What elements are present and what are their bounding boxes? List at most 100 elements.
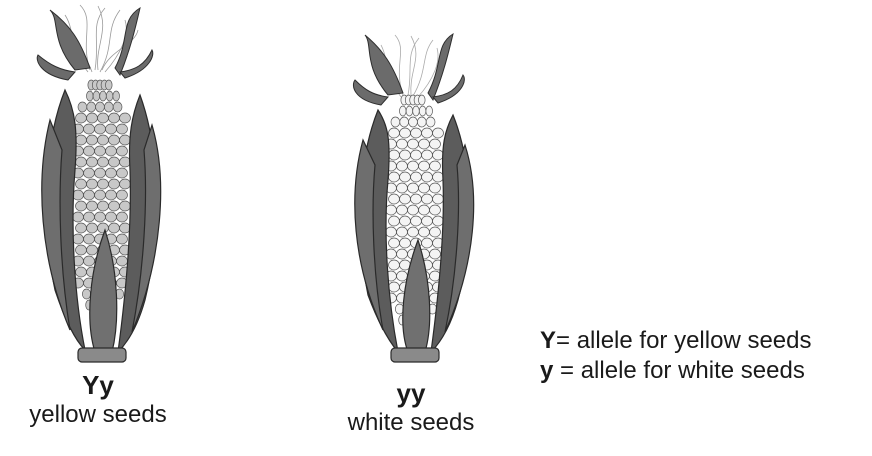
kernel [433, 150, 444, 160]
kernel [84, 234, 95, 244]
kernel [422, 128, 433, 138]
kernel [411, 194, 422, 204]
kernel [430, 161, 441, 171]
kernel [419, 139, 430, 149]
kernel [400, 150, 411, 160]
kernel [87, 102, 96, 112]
kernel [426, 117, 435, 127]
kernel [76, 267, 87, 277]
kernel [84, 212, 95, 222]
kernel [411, 128, 422, 138]
kernel [87, 157, 98, 167]
kernel [87, 113, 98, 123]
kernel [87, 91, 94, 101]
kernel [113, 102, 122, 112]
kernel [413, 106, 420, 116]
legend-row: y = allele for white seeds [540, 356, 811, 386]
kernel [409, 117, 418, 127]
caption-left: Yy yellow seeds [0, 370, 208, 430]
phenotype-label: white seeds [301, 408, 521, 438]
kernel [430, 183, 441, 193]
kernel [84, 256, 95, 266]
kernel [430, 249, 441, 259]
kernel [76, 113, 87, 123]
allele-description: = allele for yellow seeds [556, 327, 811, 354]
allele-symbol: y [540, 357, 553, 384]
kernel [422, 216, 433, 226]
kernel [87, 245, 98, 255]
kernel [422, 238, 433, 248]
kernel [109, 201, 120, 211]
kernel [120, 113, 131, 123]
caption-right: yy white seeds [301, 378, 521, 438]
kernel [408, 183, 419, 193]
corn-ear-yy-heterozygous [20, 0, 180, 370]
kernel [117, 256, 128, 266]
kernel [98, 179, 109, 189]
kernel [400, 117, 409, 127]
kernel [87, 179, 98, 189]
kernel [422, 150, 433, 160]
kernel [95, 190, 106, 200]
genotype-label: yy [301, 378, 521, 408]
kernel [109, 179, 120, 189]
kernel [433, 172, 444, 182]
kernel [76, 223, 87, 233]
phenotype-label: yellow seeds [0, 400, 208, 430]
kernel [389, 260, 400, 270]
kernel [117, 168, 128, 178]
kernel [397, 161, 408, 171]
kernel [106, 168, 117, 178]
kernel [408, 161, 419, 171]
kernel [400, 238, 411, 248]
kernel [76, 179, 87, 189]
kernel [400, 106, 407, 116]
kernel [109, 135, 120, 145]
kernel [430, 139, 441, 149]
kernel [87, 135, 98, 145]
kernel [120, 157, 131, 167]
kernel [95, 146, 106, 156]
kernel [95, 124, 106, 134]
kernel [120, 179, 131, 189]
kernel [95, 212, 106, 222]
kernel [117, 146, 128, 156]
kernel [426, 106, 433, 116]
kernel [408, 227, 419, 237]
kernel [120, 201, 131, 211]
kernel [117, 212, 128, 222]
kernel [433, 216, 444, 226]
kernel [433, 194, 444, 204]
kernel [87, 201, 98, 211]
kernel [397, 183, 408, 193]
corn-ear-yy-homozygous [333, 0, 493, 370]
kernel [389, 216, 400, 226]
kernel [419, 95, 426, 105]
kernel [389, 238, 400, 248]
kernel [400, 128, 411, 138]
kernel [109, 113, 120, 123]
kernel [106, 190, 117, 200]
kernel [84, 124, 95, 134]
stalk-base [78, 348, 126, 362]
kernel [397, 139, 408, 149]
kernel [389, 172, 400, 182]
genotype-label: Yy [0, 370, 208, 400]
kernel [98, 223, 109, 233]
kernel [76, 157, 87, 167]
kernel [106, 146, 117, 156]
kernel [397, 271, 408, 281]
kernel [430, 205, 441, 215]
kernel [397, 227, 408, 237]
kernel [397, 249, 408, 259]
kernel [419, 106, 426, 116]
kernel [95, 168, 106, 178]
kernel [389, 150, 400, 160]
kernel [109, 157, 120, 167]
kernel [76, 135, 87, 145]
kernel [400, 194, 411, 204]
kernel [84, 190, 95, 200]
kernel [391, 117, 400, 127]
kernel [422, 172, 433, 182]
kernel [106, 91, 113, 101]
